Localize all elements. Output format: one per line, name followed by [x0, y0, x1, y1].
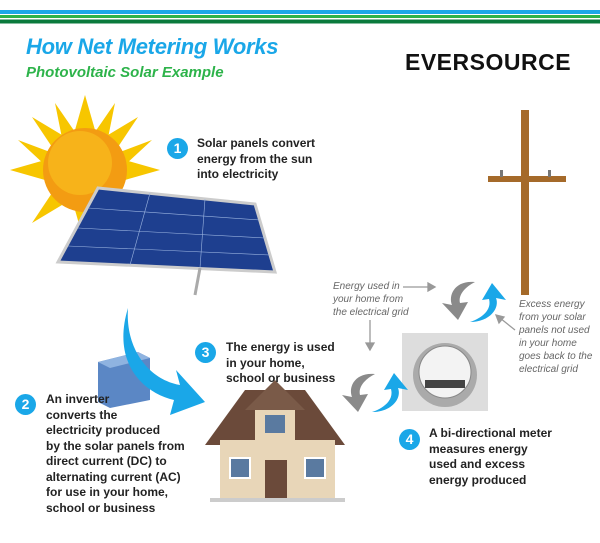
- note-line: panels not used: [519, 325, 590, 336]
- note-line: from your solar: [519, 312, 586, 323]
- page-title: How Net Metering Works: [26, 34, 279, 59]
- step-2-text: An inverter converts the electricity pro…: [46, 392, 185, 516]
- blue-flow-arrow: [123, 308, 205, 415]
- note-line: Energy used in: [333, 281, 400, 292]
- step-1-line: energy from the sun: [197, 151, 313, 166]
- step-1-line: Solar panels convert: [197, 136, 316, 150]
- page-subtitle: Photovoltaic Solar Example: [26, 64, 224, 81]
- step-3-line: The energy is used: [226, 340, 335, 354]
- step-3-badge: 3: [195, 342, 216, 363]
- step-2-line: An inverter: [46, 392, 110, 406]
- step-2-line: school or business: [46, 500, 156, 515]
- step-1-text: Solar panels convert energy from the sun…: [197, 136, 315, 183]
- note-line: electrical grid: [519, 364, 578, 375]
- step-2-line: for use in your home,: [46, 485, 169, 499]
- meter-cycle-arrows: [342, 373, 408, 412]
- step-1-line: into electricity: [197, 167, 279, 181]
- note-line: the electrical grid: [333, 307, 409, 318]
- electric-meter: [402, 333, 488, 411]
- step-4-line: A bi-directional meter: [429, 426, 552, 440]
- step-3-line: in your home,: [226, 355, 305, 370]
- house: [205, 380, 345, 502]
- solar-panel: [55, 186, 278, 296]
- grid-in-note: Energy used in your home from the electr…: [333, 280, 409, 319]
- step-4-text: A bi-directional meter measures energy u…: [429, 426, 552, 488]
- pointer-arrows: [364, 281, 516, 352]
- step-2-line: direct current (DC) to: [46, 454, 167, 468]
- note-line: Excess energy: [519, 299, 585, 310]
- step-2-badge: 2: [15, 394, 36, 415]
- grid-cycle-arrows: [442, 281, 506, 322]
- note-line: goes back to the: [519, 351, 593, 362]
- note-line: in your home: [519, 338, 577, 349]
- utility-pole: [488, 110, 566, 295]
- step-2-line: alternating current (AC): [46, 469, 181, 484]
- header-stripes: [0, 10, 600, 24]
- step-2-line: electricity produced: [46, 423, 161, 437]
- note-line: your home from: [333, 294, 404, 305]
- step-3-line: school or business: [226, 371, 336, 385]
- step-4-line: measures energy: [429, 441, 528, 456]
- grid-out-note: Excess energy from your solar panels not…: [519, 298, 592, 376]
- step-2-line: by the solar panels from: [46, 438, 185, 453]
- eversource-logo: EVERSOURCE: [405, 49, 572, 75]
- step-3-text: The energy is used in your home, school …: [226, 340, 335, 387]
- step-2-line: converts the: [46, 407, 118, 422]
- step-4-line: used and excess: [429, 457, 526, 471]
- sun-icon: [10, 95, 160, 245]
- step-4-badge: 4: [399, 429, 420, 450]
- step-1-badge: 1: [167, 138, 188, 159]
- step-4-line: energy produced: [429, 472, 527, 487]
